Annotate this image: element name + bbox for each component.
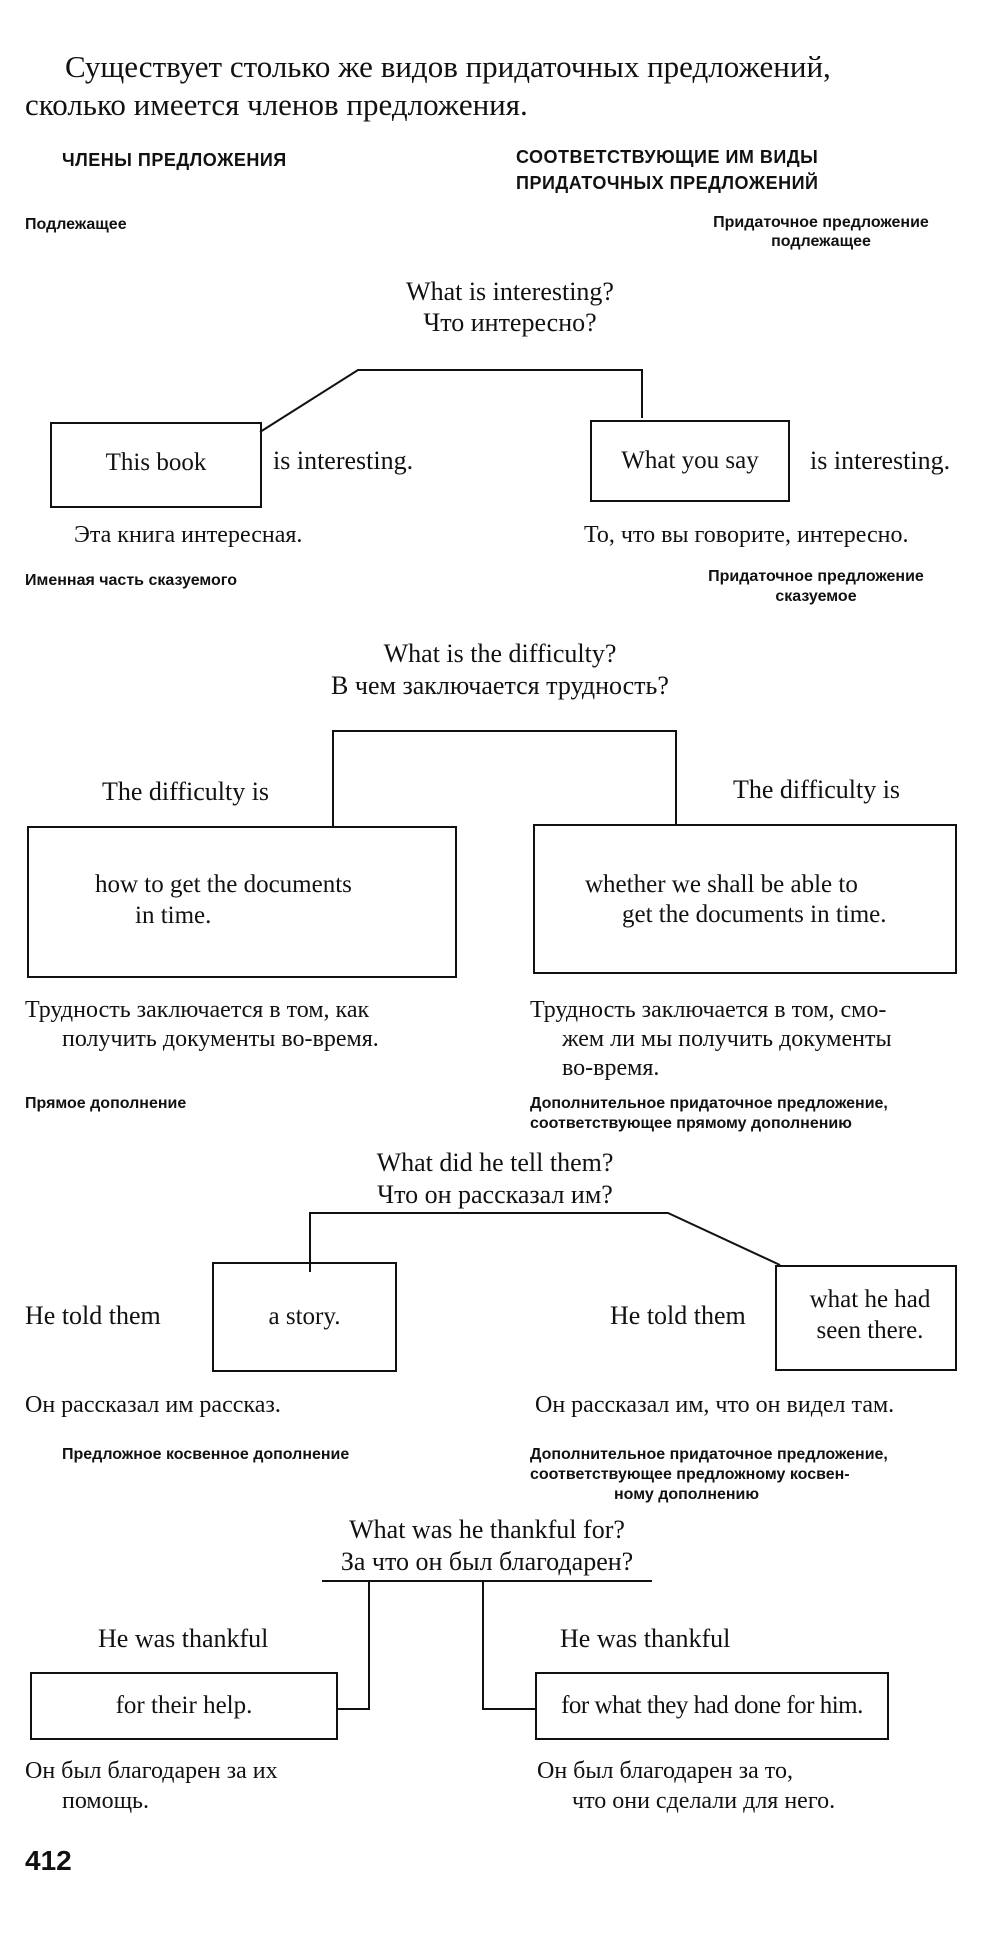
sec4-question-en: What was he thankful for? — [349, 1515, 625, 1544]
sec1-right-label-1: Придаточное предложение — [713, 214, 929, 231]
sec2-left-translation-2: получить документы во-время. — [62, 1026, 379, 1052]
sec4-left-head: He was thankful — [98, 1624, 269, 1653]
sec2-right-box — [533, 824, 957, 974]
sec2-right-translation-3: во-время. — [562, 1055, 660, 1081]
sec4-left-box — [30, 1672, 338, 1740]
sec2-right-label-1: Придаточное предложение — [708, 568, 924, 585]
connector-sec4-right — [482, 1581, 535, 1710]
sec4-right-translation-1: Он был благодарен за то, — [537, 1758, 793, 1784]
connector-sec4-left — [338, 1581, 370, 1710]
sec4-left-translation-1: Он был благодарен за их — [25, 1758, 278, 1784]
sec3-question-ru: Что он рассказал им? — [377, 1180, 613, 1209]
sec3-right-translation: Он рассказал им, что он видел там. — [535, 1392, 895, 1418]
intro-line-2: сколько имеется членов предложения. — [25, 87, 528, 122]
connector-sec3 — [309, 1212, 781, 1272]
sec2-right-box-line-2: get the documents in time. — [622, 901, 887, 928]
sec4-right-label-1: Дополнительное придаточное предложение, — [530, 1446, 888, 1463]
sec3-left-translation: Он рассказал им рассказ. — [25, 1392, 281, 1418]
page-number: 412 — [25, 1845, 72, 1876]
sec2-question-en: What is the difficulty? — [383, 639, 617, 668]
sec3-left-label: Прямое дополнение — [25, 1095, 187, 1112]
connector-sec1 — [259, 369, 643, 433]
sec4-question-ru: За что он был благодарен? — [340, 1547, 634, 1576]
sec4-right-box-text: for what they had done for him. — [561, 1692, 863, 1719]
sec3-left-box-text: a story. — [268, 1303, 341, 1330]
sec3-left-pre: He told them — [25, 1301, 161, 1330]
sec2-question-ru: В чем заключается трудность? — [331, 671, 669, 700]
sec3-left-box — [212, 1262, 397, 1372]
sec3-right-box-line-1: what he had — [809, 1286, 931, 1313]
sec1-right-box-text: What you say — [621, 447, 759, 474]
sec2-left-box-line-2: in time. — [135, 902, 212, 929]
sec4-left-label: Предложное косвенное дополнение — [62, 1446, 350, 1463]
sec2-right-box-line-1: whether we shall be able to — [585, 871, 858, 898]
sec4-right-translation-2: что они сделали для него. — [572, 1788, 836, 1814]
sec2-right-translation-1: Трудность заключается в том, смо- — [530, 997, 887, 1023]
sec3-right-label-1: Дополнительное придаточное предложение, — [530, 1095, 888, 1112]
sec2-left-box-line-1: how to get the documents — [95, 871, 352, 898]
sec1-left-translation: Эта книга интересная. — [74, 522, 303, 548]
sec1-left-label: Подлежащее — [25, 216, 127, 233]
sec3-right-pre: He told them — [610, 1301, 746, 1330]
sec4-left-box-text: for their help. — [115, 1692, 253, 1719]
right-column-header-2: ПРИДАТОЧНЫХ ПРЕДЛОЖЕНИЙ — [516, 173, 819, 193]
sec4-left-translation-2: помощь. — [62, 1788, 149, 1814]
sec2-right-head: The difficulty is — [733, 775, 901, 804]
sec1-left-box-text: This book — [105, 449, 207, 476]
sec2-right-translation-2: жем ли мы получить документы — [562, 1026, 892, 1052]
sec1-right-label-2: подлежащее — [771, 233, 871, 250]
sec1-question-en: What is interesting? — [406, 277, 614, 306]
sec2-left-head: The difficulty is — [102, 777, 270, 806]
sec1-question-ru: Что интересно? — [423, 308, 597, 337]
sec1-left-box — [50, 422, 262, 508]
sec3-right-label-2: соответствующее прямому дополнению — [530, 1115, 852, 1132]
sec3-question-en: What did he tell them? — [376, 1148, 614, 1177]
sec1-right-box — [590, 420, 790, 502]
sec2-left-translation-1: Трудность заключается в том, как — [25, 997, 370, 1023]
sec4-right-label-2: соответствующее предложному косвен- — [530, 1466, 850, 1483]
sec2-right-label-2: сказуемое — [775, 588, 857, 605]
sec2-left-box — [27, 826, 457, 978]
sec4-right-box — [535, 1672, 889, 1740]
sec4-right-label-3: ному дополнению — [614, 1486, 760, 1503]
right-column-header-1: СООТВЕТСТВУЮЩИЕ ИМ ВИДЫ — [516, 147, 819, 167]
intro-line-1: Существует столько же видов придаточных … — [65, 49, 831, 84]
sec3-right-box — [775, 1265, 957, 1371]
sec1-right-rest: is interesting. — [810, 446, 951, 475]
connector-sec2 — [332, 730, 677, 826]
sec3-right-box-line-2: seen there. — [816, 1317, 924, 1344]
sec2-left-label: Именная часть сказуемого — [25, 572, 237, 589]
left-column-header: ЧЛЕНЫ ПРЕДЛОЖЕНИЯ — [62, 150, 287, 170]
sec1-left-rest: is interesting. — [273, 446, 414, 475]
sec1-right-translation: То, что вы говорите, интересно. — [584, 522, 909, 548]
sec4-right-head: He was thankful — [560, 1624, 731, 1653]
